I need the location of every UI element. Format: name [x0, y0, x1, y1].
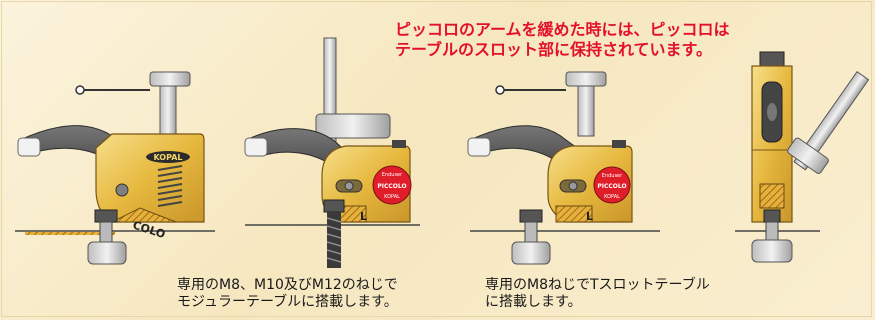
- base-hatch: [555, 205, 593, 223]
- t-handle-shaft: [159, 85, 177, 137]
- brand-label: Enduser: [602, 173, 623, 179]
- pivot-pin: [115, 183, 129, 197]
- rod-ball: [495, 85, 505, 95]
- top-nut: [612, 140, 626, 148]
- brass-body: [95, 133, 205, 223]
- cap-screw-head: [323, 199, 345, 213]
- rod-ball: [75, 85, 85, 95]
- cap-screw-head: [94, 209, 118, 223]
- cap-screw-head: [763, 209, 781, 223]
- caption-right-line-1: 専用のM8ねじでTスロットテーブル: [485, 277, 710, 293]
- piccolo-label: PICCOLO: [377, 183, 406, 190]
- clamp-3: Enduser PICCOLO KOPAL L: [467, 71, 660, 265]
- screw-shank: [765, 221, 779, 241]
- t-handle-bar: [149, 71, 191, 87]
- caption-modular-table: 専用のM8、M10及びM12のねじで モジュラーテーブルに搭載します。: [177, 277, 398, 311]
- headline-line-2: テーブルのスロット部に保持されています。: [395, 40, 712, 59]
- pivot-pin: [344, 181, 354, 191]
- caption-right-line-2: に搭載します。: [485, 294, 582, 310]
- clamp-1: KOPAL COLO: [15, 71, 215, 265]
- kopal-small-label: KOPAL: [384, 194, 400, 200]
- t-handle-bar: [565, 71, 607, 87]
- t-nut: [751, 239, 793, 263]
- kopal-small-label: KOPAL: [604, 194, 620, 200]
- t-nut: [511, 241, 551, 265]
- clamp-2: Enduser PICCOLO KOPAL L: [244, 37, 420, 268]
- piccolo-label: PICCOLO: [597, 183, 626, 190]
- headline: ピッコロのアームを緩めた時には、ピッコロは テーブルのスロット部に保持されていま…: [395, 20, 855, 60]
- t-nut: [87, 241, 127, 265]
- base-hatch: [111, 207, 177, 223]
- caption-t-slot-table: 専用のM8ねじでTスロットテーブル に搭載します。: [485, 277, 710, 311]
- headline-line-1: ピッコロのアームを緩めた時には、ピッコロは: [395, 20, 730, 39]
- top-nut: [392, 140, 406, 148]
- screw-shank: [524, 221, 538, 243]
- screw-shank: [99, 221, 113, 243]
- base-hatch: [759, 183, 785, 209]
- threaded-screw: [326, 212, 342, 268]
- kopal-badge: [146, 151, 190, 163]
- piccolo-badge: [593, 166, 631, 204]
- brand-label: Enduser: [382, 172, 403, 178]
- base-mark-l: L: [360, 210, 367, 223]
- piccolo-badge: [372, 165, 412, 205]
- t-handle-angled: [787, 70, 870, 174]
- kopal-label: KOPAL: [153, 153, 182, 162]
- pivot-pin: [568, 181, 578, 191]
- pivot-side: [767, 103, 777, 121]
- spring: [157, 165, 183, 207]
- caption-left-line-2: モジュラーテーブルに搭載します。: [177, 294, 398, 310]
- arm-pad: [244, 137, 268, 157]
- caption-left-line-1: 専用のM8、M10及びM12のねじで: [177, 277, 398, 293]
- cap-screw-head: [519, 209, 543, 223]
- base-mark-l: L: [586, 210, 593, 223]
- t-handle-shaft: [577, 85, 595, 137]
- arm-pad: [17, 137, 41, 157]
- t-handle-bar: [315, 113, 391, 139]
- arm-pad: [467, 137, 491, 157]
- clamp-4-side-view: [735, 51, 870, 263]
- table-hatch: [25, 232, 115, 235]
